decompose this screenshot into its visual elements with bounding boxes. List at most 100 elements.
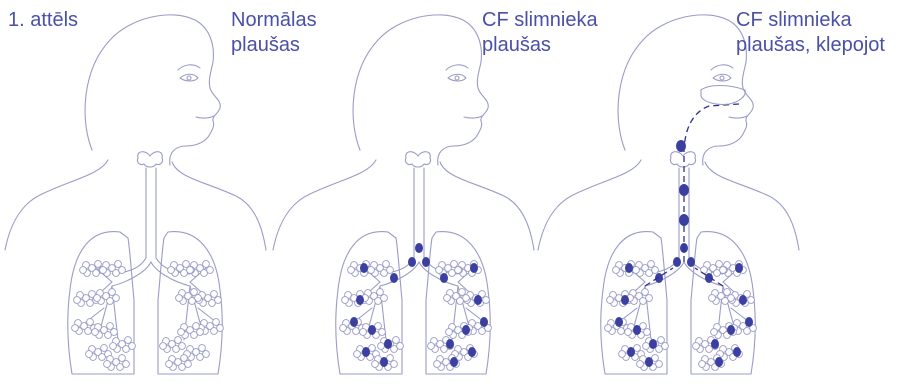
- alveoli-cluster: [160, 337, 186, 353]
- alveolus: [87, 319, 94, 326]
- alveolus: [434, 361, 441, 368]
- alveolus: [183, 261, 190, 268]
- mucus-blob: [625, 263, 633, 273]
- alveolus: [428, 343, 435, 350]
- eyebrow: [711, 65, 733, 70]
- alveolus: [387, 267, 394, 274]
- mucus-blob: [745, 317, 753, 327]
- alveolus: [605, 325, 612, 332]
- alveolus: [709, 295, 716, 302]
- alveolus: [397, 343, 404, 350]
- mucus-blob: [350, 317, 358, 327]
- alveoli-cluster: [627, 289, 653, 305]
- eyebrow: [178, 65, 200, 70]
- cough-path: [684, 104, 739, 262]
- alveolus: [451, 261, 458, 268]
- alveolus: [643, 343, 650, 350]
- mucus-blob: [362, 347, 370, 357]
- alveolus: [646, 295, 653, 302]
- alveolus: [123, 361, 130, 368]
- alveolus: [101, 345, 108, 352]
- mucus-blob: [360, 263, 368, 273]
- mucus-blob: [687, 257, 695, 267]
- mouth: [196, 116, 214, 118]
- alveolus: [187, 267, 194, 274]
- left-shoulder: [538, 160, 641, 250]
- alveolus: [211, 291, 218, 298]
- mucus-blob: [715, 357, 723, 367]
- right-shoulder: [440, 162, 534, 250]
- mucus-blob: [733, 347, 741, 357]
- alveoli-cluster: [104, 355, 130, 371]
- alveolus: [652, 267, 659, 274]
- alveolus: [203, 351, 210, 358]
- alveolus: [693, 343, 700, 350]
- left-shoulder: [273, 160, 376, 250]
- mucus-blob: [727, 325, 735, 335]
- panel-3-caption-line1: CF slimnieka: [736, 8, 852, 33]
- alveolus: [340, 325, 347, 332]
- alveolus: [633, 267, 640, 274]
- alveolus: [393, 337, 400, 344]
- alveolus: [176, 295, 183, 302]
- trachea-right-wall: [689, 168, 723, 274]
- alveolus: [175, 337, 182, 344]
- trachea-right-wall: [156, 168, 190, 274]
- alveolus: [199, 345, 206, 352]
- head-outline: [353, 15, 488, 165]
- panel-2-caption-line1: CF slimnieka: [482, 8, 598, 33]
- figure-panel-1: [5, 15, 266, 374]
- alveolus: [342, 297, 349, 304]
- alveolus: [436, 267, 443, 274]
- mucus-blob: [446, 339, 454, 349]
- alveolus: [181, 355, 188, 362]
- mucus-blob: [679, 214, 689, 226]
- alveolus: [95, 261, 102, 268]
- alveolus: [92, 329, 99, 336]
- alveolus: [217, 325, 224, 332]
- figure-label: 1. attēls: [8, 8, 78, 33]
- alveolus: [381, 295, 388, 302]
- mucus-blob: [390, 273, 398, 283]
- mucus-blob: [627, 347, 635, 357]
- mucus-blob: [462, 325, 470, 335]
- mucus-blob: [470, 263, 478, 273]
- alveolus: [625, 329, 632, 336]
- alveolus: [80, 267, 87, 274]
- alveoli-cluster: [178, 323, 204, 339]
- alveolus: [379, 329, 386, 336]
- mucus-blob: [450, 357, 458, 367]
- alveolus: [644, 329, 651, 336]
- alveolus: [483, 297, 490, 304]
- alveolus: [113, 295, 120, 302]
- open-mouth: [701, 86, 745, 105]
- mouth: [464, 116, 482, 118]
- alveolus: [720, 267, 727, 274]
- trachea-left-wall: [645, 168, 679, 274]
- eye-pupil: [187, 76, 191, 80]
- alveoli-cluster: [92, 323, 118, 339]
- alveolus: [110, 343, 117, 350]
- alveolus: [119, 355, 126, 362]
- alveolus: [109, 289, 116, 296]
- alveolus: [178, 329, 185, 336]
- alveolus: [383, 261, 390, 268]
- alveolus: [129, 343, 136, 350]
- alveolus: [613, 267, 620, 274]
- mucus-blob: [673, 257, 681, 267]
- alveoli-cluster: [368, 261, 394, 277]
- mucus-blob: [621, 295, 629, 305]
- alveolus: [378, 343, 385, 350]
- larynx: [405, 152, 430, 167]
- alveolus: [648, 261, 655, 268]
- alveolus: [711, 329, 718, 336]
- alveolus: [360, 329, 367, 336]
- alveolus: [377, 289, 384, 296]
- alveolus: [86, 351, 93, 358]
- alveoli-cluster: [362, 289, 388, 305]
- panel-1-caption-line2: plaušas: [231, 33, 300, 58]
- figure-panel-3: [538, 15, 799, 374]
- alveolus: [637, 361, 644, 368]
- mucus-blob: [679, 184, 689, 196]
